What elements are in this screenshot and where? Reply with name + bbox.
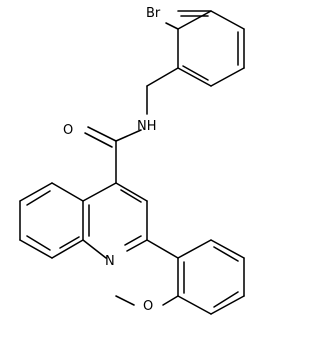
methoxyphenyl-ring <box>146 239 245 315</box>
bromine-label: Br <box>146 6 161 21</box>
amide-nitrogen-label: NH <box>137 119 157 134</box>
c-br-bond <box>165 22 179 30</box>
structure-canvas: Br NH O N O <box>19 6 245 315</box>
carbonyl-oxygen-label: O <box>63 123 73 138</box>
methoxy-oxygen-label: O <box>143 299 153 314</box>
quinoline-nitrogen-label: N <box>105 254 115 269</box>
methoxy-group <box>115 295 179 306</box>
chemical-structure-diagram: Br NH O N O <box>19 6 245 315</box>
bromobenzene-ring <box>177 10 245 87</box>
benzyl-amide-linker <box>84 67 179 184</box>
quinoline-ring-system <box>19 182 148 259</box>
